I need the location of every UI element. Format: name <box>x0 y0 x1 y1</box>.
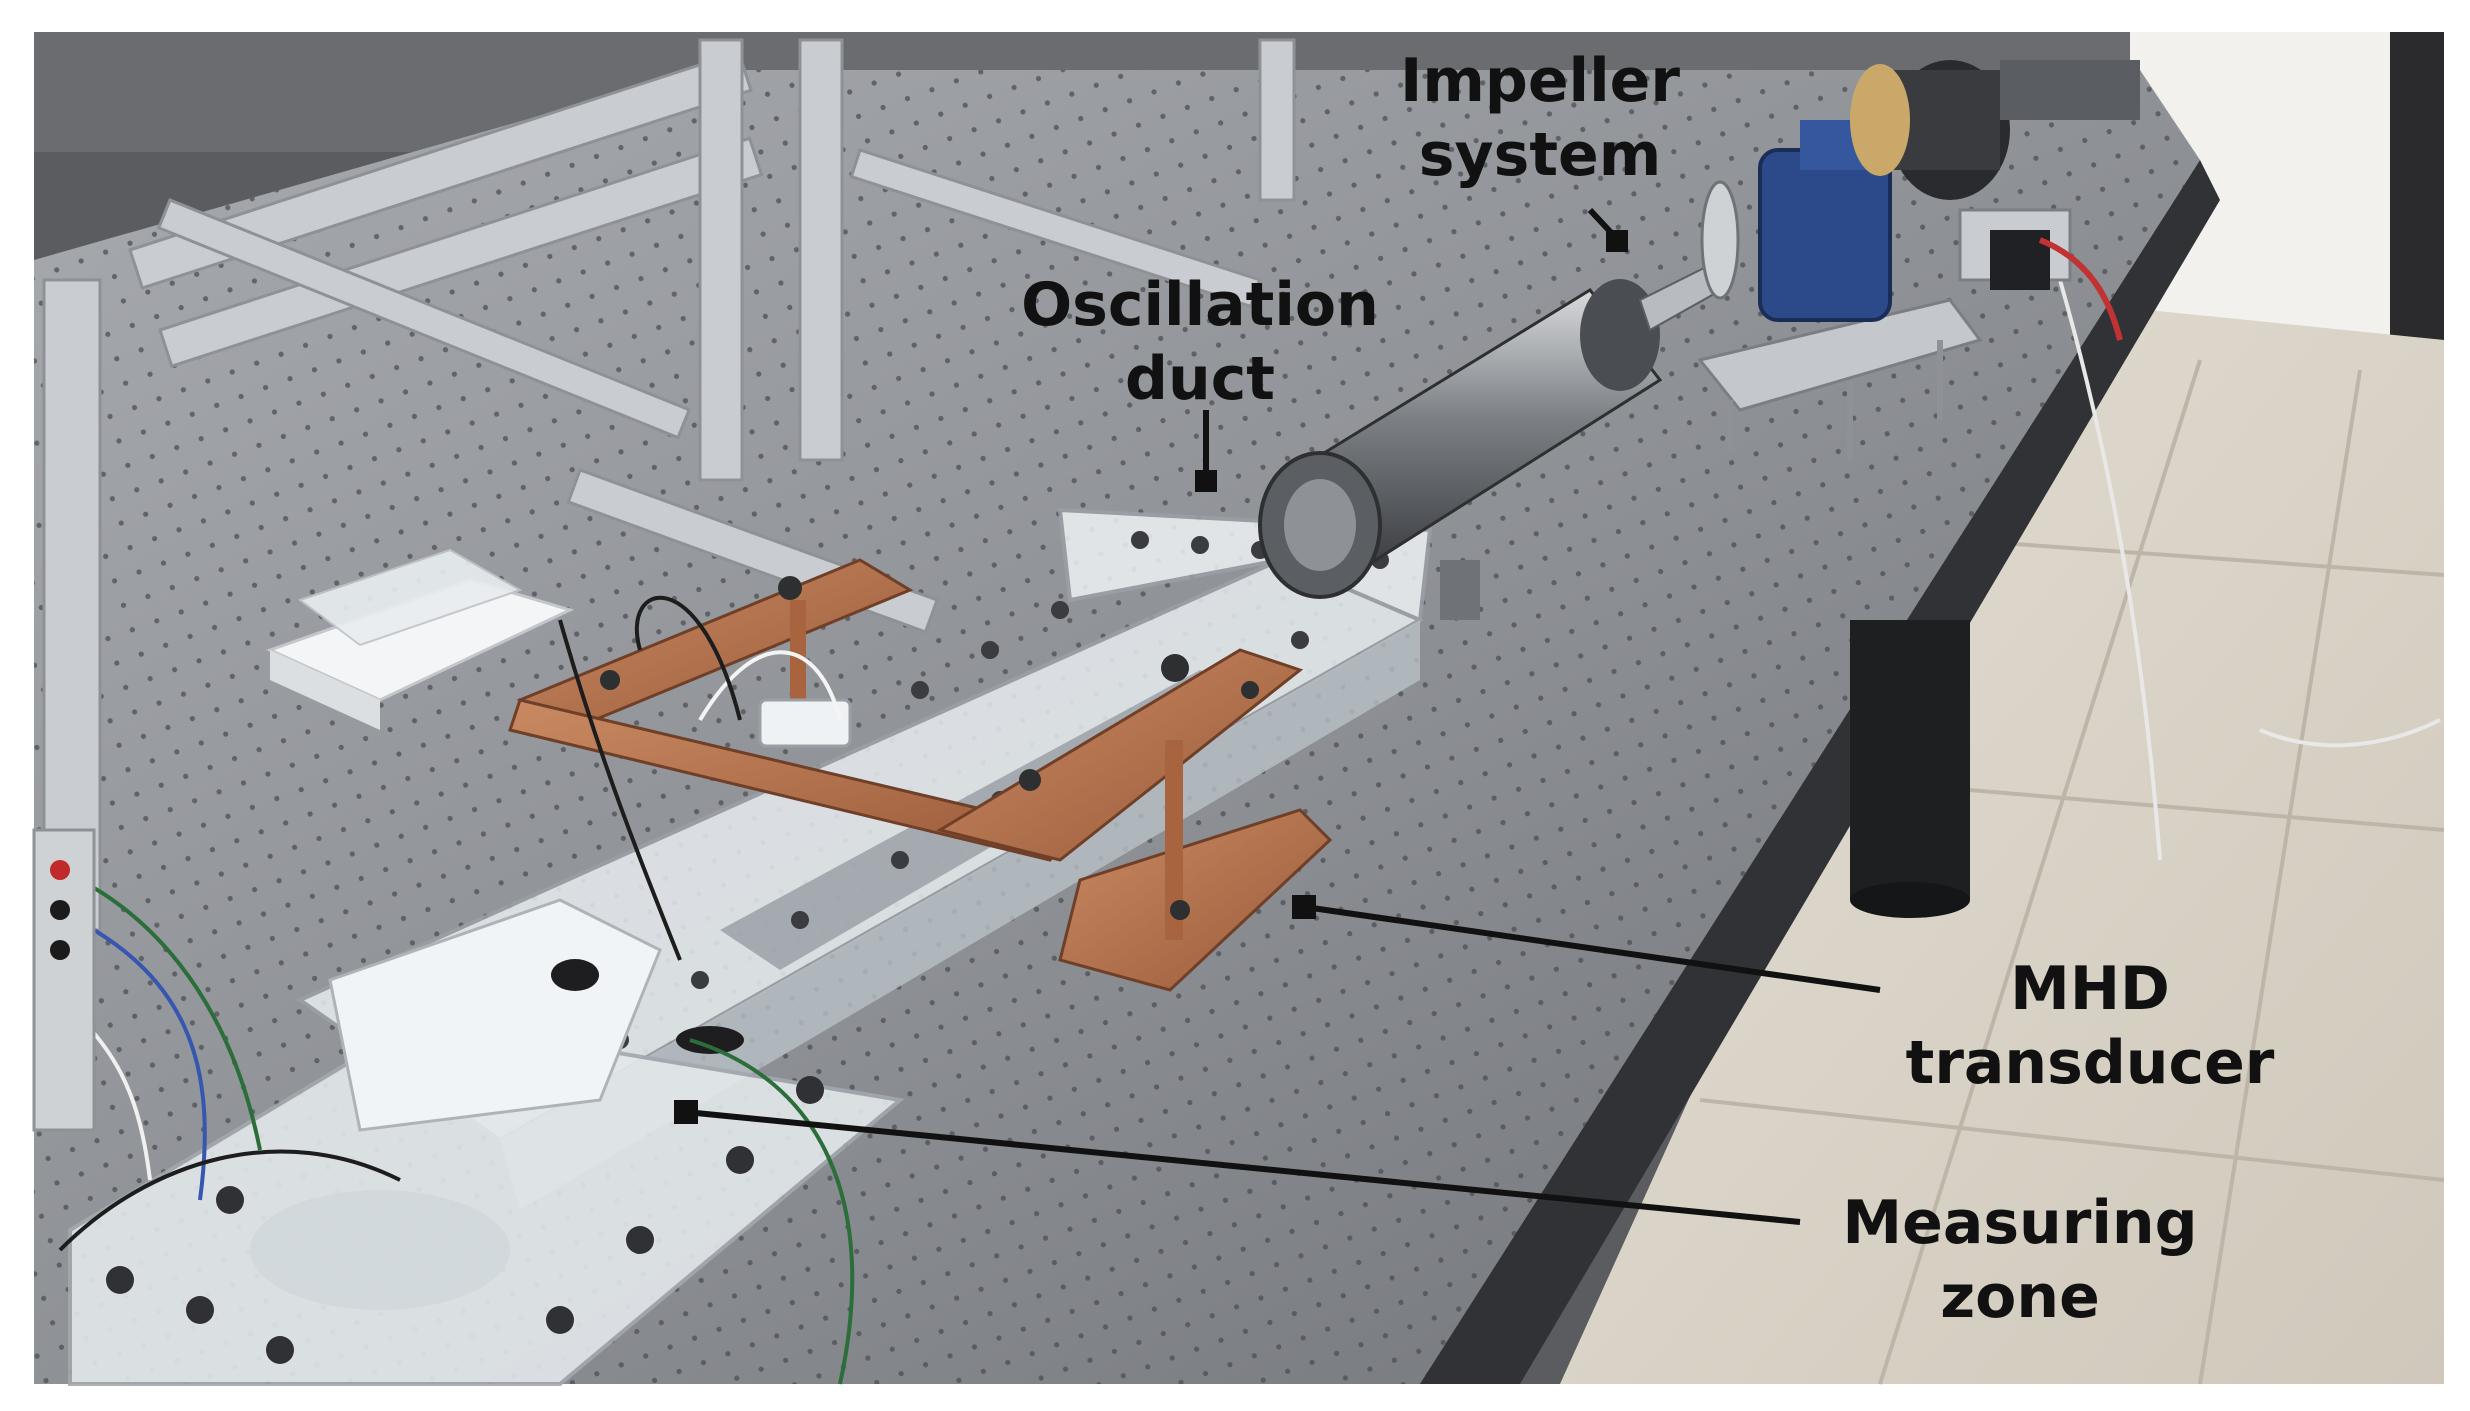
mhd-transducer-label: MHD transducer <box>1906 952 2275 1100</box>
aluminum-frame <box>42 38 1296 932</box>
measuring-arrow <box>674 1100 1801 1225</box>
left-equipment <box>32 828 96 1132</box>
wires <box>32 279 2441 1385</box>
impeller-motor <box>1697 60 2140 460</box>
impeller-arrow <box>1587 207 1628 252</box>
impeller-label-line2: system <box>1418 120 1662 190</box>
annotation-arrows <box>674 207 1881 1225</box>
acrylic-block-left <box>265 548 575 730</box>
impeller-system-label: Impeller system <box>1400 44 1680 192</box>
oscillation-arrow <box>1195 410 1217 492</box>
measuring-label-line1: Measuring <box>1842 1188 2198 1258</box>
mhd-label-line2: transducer <box>1905 1028 2275 1098</box>
oscillation-cylinder <box>1258 180 1740 620</box>
impeller-label-line1: Impeller <box>1400 46 1680 116</box>
copper-electrodes <box>508 558 1333 992</box>
mhd-arrow <box>1292 895 1881 993</box>
oscillation-label-line1: Oscillation <box>1021 270 1379 340</box>
measuring-zone-label: Measuring zone <box>1842 1186 2197 1334</box>
mhd-label-line1: MHD <box>2010 954 2170 1024</box>
oscillation-label-line2: duct <box>1125 344 1275 414</box>
oscillation-duct-label: Oscillation duct <box>1021 268 1379 416</box>
measuring-label-line2: zone <box>1940 1262 2100 1332</box>
